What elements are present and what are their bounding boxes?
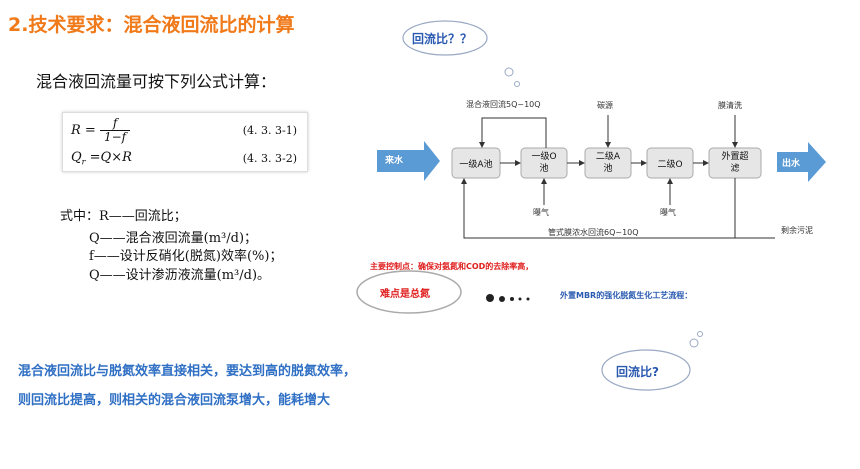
outflow-label: 出水 [782,159,801,169]
sludge-label: 剩余污泥 [781,226,813,235]
cloud-bottom [601,331,703,391]
formula-box: R = f 1−f (4. 3. 3-1) Qr =Q×R (4. 3. 3-2… [62,112,308,172]
formula-2-q: Q [71,150,82,165]
formula-1-denominator: 1−f [103,130,127,144]
control-point-note: 主要控制点：确保对氨氮和COD的去除率高， [370,262,534,271]
membrane-clean-label: 膜清洗 [718,101,742,110]
tank-4-label: 二级O [657,160,683,170]
formula-2-rhs: =Q×R [89,150,132,165]
tank-1-label: 一级A池 [459,160,493,170]
formula-1-numerator: f [99,117,131,131]
carbon-label: 碳源 [597,101,613,110]
diagram-caption: 外置MBR的强化脱氮生化工艺流程： [560,291,693,300]
page-title: 2.技术要求：混合液回流比的计算 [8,14,295,36]
legend-line-2: Q——混合液回流量(m³/d)； [89,231,258,246]
formula-row-2: Qr =Q×R [71,150,132,167]
formula-1-fraction: f 1−f [99,117,131,144]
cloud-bottom-text: 回流比? [616,365,659,379]
legend-line-3: f——设计反硝化(脱氮)效率(%)； [89,249,283,264]
recycle-loop [479,117,547,148]
aeration-1-label: 曝气 [533,208,549,217]
intro-text: 混合液回流量可按下列公式计算： [36,72,277,91]
conclusion-line-2: 则回流比提高，则相关的混合液回流泵增大，能耗增大 [18,393,331,408]
conclusion-line-1: 混合液回流比与脱氮效率直接相关，要达到高的脱氮效率， [18,364,357,379]
aeration-2-label: 曝气 [660,208,676,217]
outflow-arrow [777,142,826,182]
formula-1-lhs: R [71,123,81,138]
legend-line-4: Q——设计渗沥液流量(m³/d)。 [89,268,271,283]
formula-1-number: (4. 3. 3-1) [242,124,297,137]
membrane-return-label: 管式膜浓水回流6Q~10Q [548,228,639,237]
membrane-return-loop [461,178,736,239]
legend-line-1: 式中：R——回流比； [60,209,187,224]
formula-2-sub: r [81,157,86,167]
recycle-label: 混合液回流5Q~10Q [466,100,541,109]
tank-5-label: 外置超滤 [721,152,749,174]
inflow-label: 来水 [385,156,404,166]
cloud-top [402,20,520,87]
formula-row-1: R = f 1−f [71,117,131,144]
cloud-left-text: 难点是总氮 [380,289,430,300]
inflow-arrow [377,141,440,181]
cloud-left [356,270,530,314]
cloud-top-text: 回流比？？ [412,32,473,46]
formula-2-number: (4. 3. 3-2) [242,152,297,165]
